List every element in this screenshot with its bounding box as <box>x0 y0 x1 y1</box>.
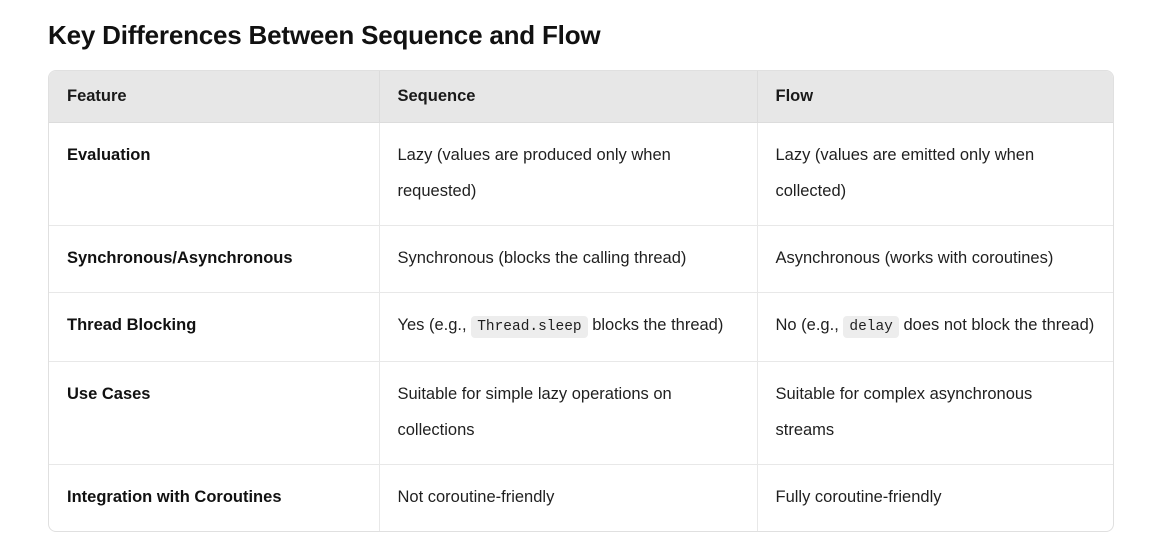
text-segment: Lazy (values are emitted only when colle… <box>775 146 1035 200</box>
column-header-flow: Flow <box>757 71 1113 123</box>
cell-sequence: Yes (e.g., Thread.sleep blocks the threa… <box>379 292 758 362</box>
cell-feature: Thread Blocking <box>49 292 380 362</box>
text-segment: Lazy (values are produced only when requ… <box>397 146 671 200</box>
text-segment: does not block the thread) <box>898 316 1095 334</box>
feature-label: Use Cases <box>67 385 151 403</box>
table-row: Integration with Coroutines Not coroutine… <box>49 464 1113 532</box>
table-row: Evaluation Lazy (values are produced only… <box>49 122 1113 226</box>
comparison-table: Feature Sequence Flow Evaluation Lazy (va… <box>49 71 1113 531</box>
feature-label: Integration with Coroutines <box>67 488 282 506</box>
cell-sequence: Not coroutine-friendly <box>379 464 758 531</box>
text-segment: No (e.g., <box>775 316 844 334</box>
cell-sequence: Suitable for simple lazy operations on c… <box>379 361 758 465</box>
text-segment: Not coroutine-friendly <box>397 488 555 506</box>
table-row: Synchronous/Asynchronous Synchronous (blo… <box>49 225 1113 293</box>
text-segment: Suitable for simple lazy operations on c… <box>397 385 672 439</box>
cell-flow: Fully coroutine-friendly <box>757 465 1113 532</box>
cell-feature: Integration with Coroutines <box>49 464 380 531</box>
feature-label: Evaluation <box>67 146 151 164</box>
text-segment: Yes (e.g., <box>397 316 472 334</box>
flow-description: No (e.g., delay does not block the threa… <box>776 307 1096 345</box>
cell-feature: Synchronous/Asynchronous <box>49 225 380 293</box>
flow-description: Lazy (values are emitted only when colle… <box>776 137 1096 209</box>
page-title: Key Differences Between Sequence and Flo… <box>48 20 601 50</box>
text-segment: Synchronous (blocks the calling thread) <box>397 249 687 267</box>
flow-description: Fully coroutine-friendly <box>776 479 1096 515</box>
column-header-feature: Feature <box>49 71 380 123</box>
sequence-description: Suitable for simple lazy operations on c… <box>398 376 739 448</box>
flow-description: Suitable for complex asynchronous stream… <box>776 376 1096 448</box>
cell-flow: No (e.g., delay does not block the threa… <box>757 292 1113 362</box>
table-body: Evaluation Lazy (values are produced only… <box>49 122 1113 532</box>
feature-label: Synchronous/Asynchronous <box>67 249 293 267</box>
cell-flow: Lazy (values are emitted only when colle… <box>757 122 1113 226</box>
table-row: Use Cases Suitable for simple lazy operat… <box>49 361 1113 465</box>
cell-feature: Evaluation <box>49 122 380 226</box>
feature-label: Thread Blocking <box>67 316 197 334</box>
cell-flow: Asynchronous (works with coroutines) <box>757 225 1113 293</box>
text-segment: Asynchronous (works with coroutines) <box>775 249 1054 267</box>
inline-code-token: Thread.sleep <box>471 316 588 338</box>
cell-sequence: Lazy (values are produced only when requ… <box>379 122 758 226</box>
text-segment: Suitable for complex asynchronous stream… <box>775 385 1033 439</box>
cell-sequence: Synchronous (blocks the calling thread) <box>379 225 758 293</box>
table-header: Feature Sequence Flow <box>49 71 1113 123</box>
sequence-description: Yes (e.g., Thread.sleep blocks the threa… <box>398 307 739 345</box>
text-segment: blocks the thread) <box>587 316 724 334</box>
cell-flow: Suitable for complex asynchronous stream… <box>757 361 1113 465</box>
text-segment: Fully coroutine-friendly <box>775 488 942 506</box>
sequence-description: Not coroutine-friendly <box>398 479 739 515</box>
sequence-description: Synchronous (blocks the calling thread) <box>398 240 739 276</box>
table-row: Thread Blocking Yes (e.g., Thread.sleep b… <box>49 292 1113 362</box>
comparison-table-container: Feature Sequence Flow Evaluation Lazy (va… <box>48 70 1114 532</box>
inline-code-token: delay <box>843 316 899 338</box>
column-header-sequence: Sequence <box>379 71 758 123</box>
sequence-description: Lazy (values are produced only when requ… <box>398 137 739 209</box>
table-header-row: Feature Sequence Flow <box>49 71 1113 123</box>
cell-feature: Use Cases <box>49 361 380 465</box>
flow-description: Asynchronous (works with coroutines) <box>776 240 1096 276</box>
